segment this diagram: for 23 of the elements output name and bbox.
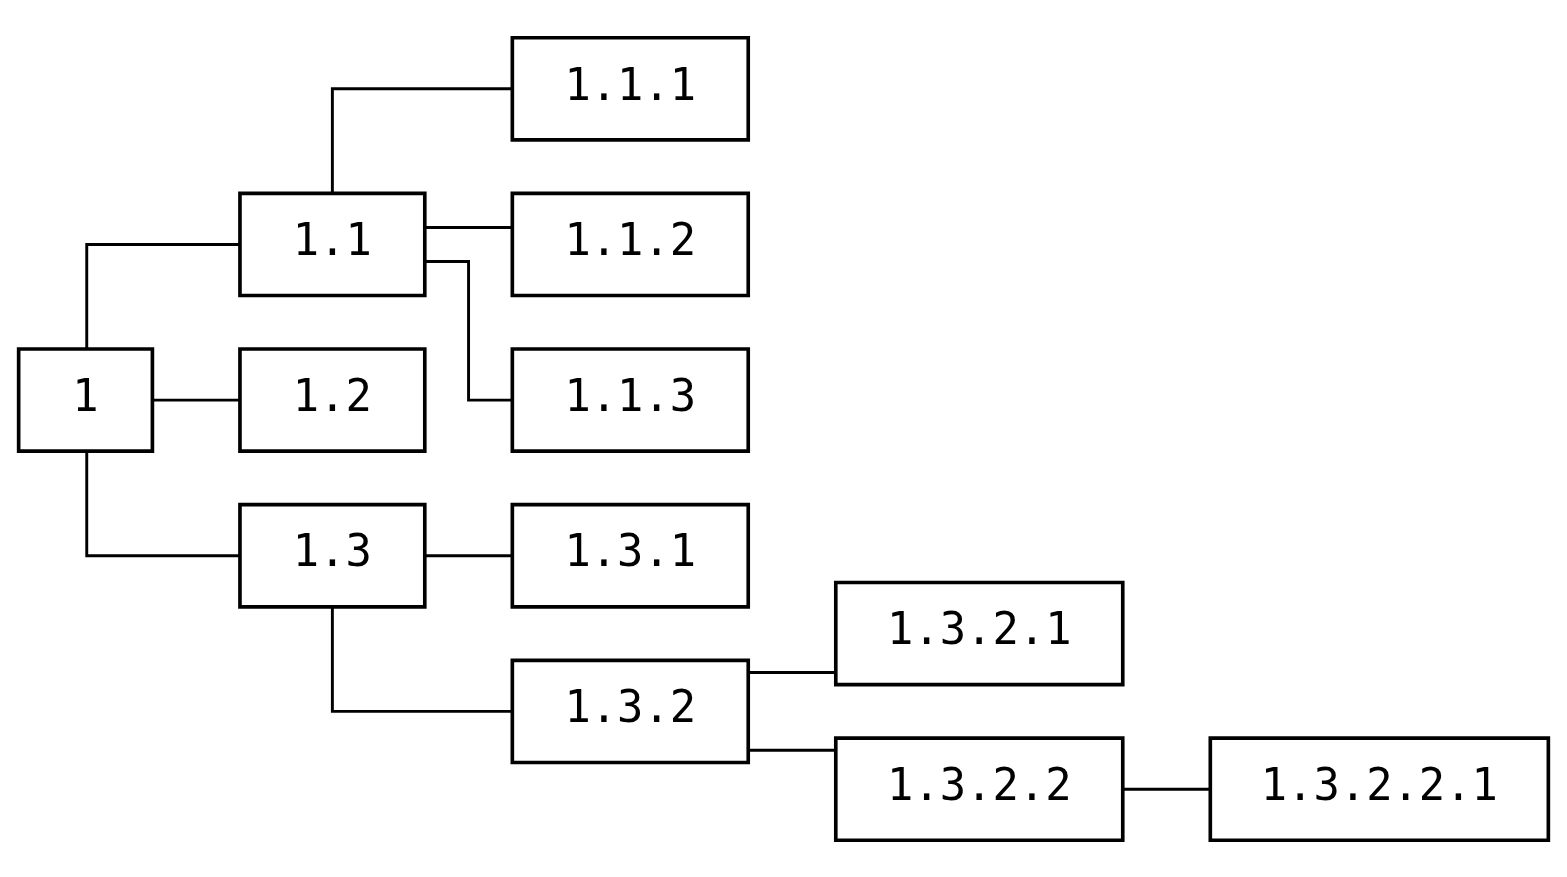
- node-box: 1: [16, 346, 155, 453]
- connector: [425, 225, 512, 229]
- node-box: 1.3.1: [510, 502, 751, 609]
- connector: [330, 86, 512, 193]
- connector: [425, 553, 512, 557]
- node-box: 1.1.3: [510, 346, 751, 453]
- node-box: 1.1: [238, 191, 427, 297]
- node-box: 1.3: [238, 502, 427, 609]
- node-box: 1.1.1: [510, 35, 751, 142]
- node-box: 1.3.2.1: [833, 580, 1125, 686]
- connector: [748, 748, 836, 752]
- node-box: 1.3.2.2.1: [1208, 735, 1551, 842]
- node-box: 1.3.2.2: [833, 735, 1125, 842]
- node-box: 1.2: [238, 346, 427, 453]
- connector: [85, 451, 240, 557]
- connector: [85, 242, 240, 348]
- connector: [1123, 787, 1210, 791]
- node-box: 1.3.2: [510, 658, 751, 764]
- connector: [330, 607, 512, 713]
- connector: [425, 259, 512, 402]
- node-box: 1.1.2: [510, 191, 751, 297]
- connector: [748, 670, 836, 674]
- connector: [153, 398, 240, 402]
